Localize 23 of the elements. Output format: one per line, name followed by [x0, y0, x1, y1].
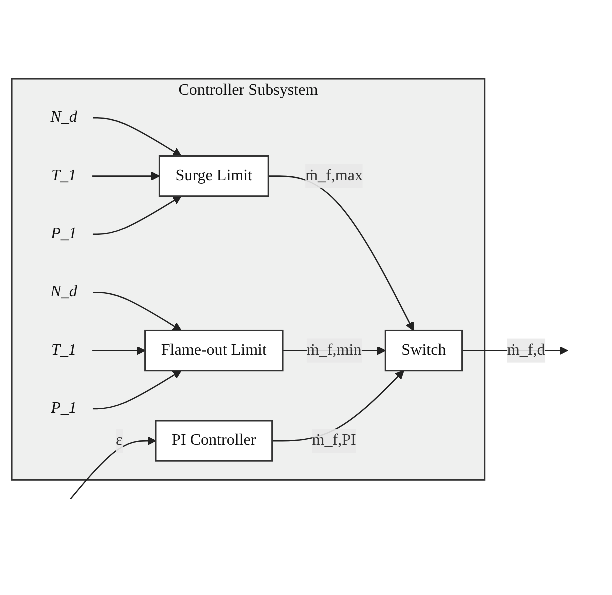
node-text: T_1	[52, 168, 76, 185]
node-text: N_d	[50, 109, 78, 127]
node-box: Switch	[384, 330, 464, 372]
edge-label: ε	[116, 432, 123, 450]
edge-label: ṁ_f,max	[306, 168, 364, 185]
node-text: P_1	[51, 400, 77, 418]
edge-label: ṁ_f,PI	[312, 432, 356, 450]
arrow	[93, 292, 182, 332]
node-text: T_1	[52, 342, 76, 360]
node-box: PI Controller	[155, 420, 274, 462]
arrow	[92, 370, 182, 410]
node-box: Flame-out Limit	[144, 330, 284, 372]
node-text: P_1	[51, 226, 77, 243]
arrow	[92, 172, 160, 182]
arrow	[92, 196, 182, 236]
edge-label: ṁ_f,d	[507, 342, 546, 360]
edge-label: ṁ_f,min	[306, 342, 362, 360]
arrow	[93, 118, 182, 157]
node-text: N_d	[50, 284, 78, 302]
arrow	[92, 346, 146, 356]
node-box: Surge Limit	[158, 156, 270, 198]
arrow	[268, 176, 414, 332]
arrow	[70, 437, 156, 500]
